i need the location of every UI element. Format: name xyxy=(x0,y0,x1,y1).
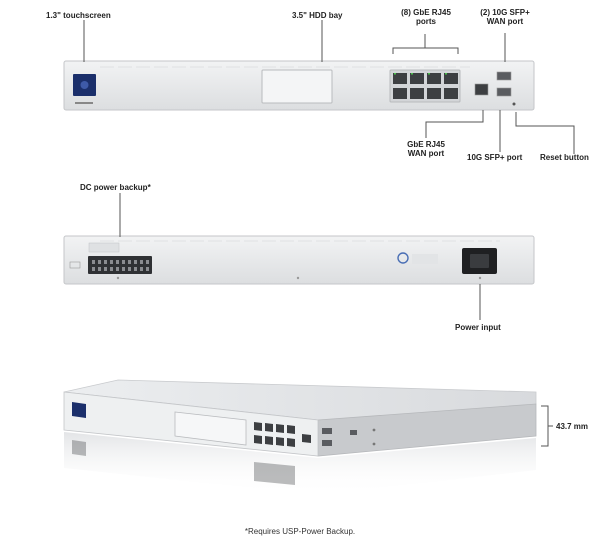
wan-rj45-label-line2: WAN port xyxy=(407,149,445,158)
reset-button-label: Reset button xyxy=(540,153,589,162)
sfp-plus-wan-label: (2) 10G SFP+ WAN port xyxy=(474,8,536,26)
sfp-plus-wan-label-line1: (2) 10G SFP+ xyxy=(480,8,530,17)
wan-rj45-port xyxy=(474,83,489,96)
sfp-lan-label: 10G SFP+ port xyxy=(467,153,523,162)
height-bracket xyxy=(541,405,553,447)
front-callout-lines xyxy=(83,20,575,154)
poe-ports-label-line1: (8) GbE RJ45 xyxy=(401,8,451,17)
poe-ports-label-line2: ports xyxy=(416,17,436,26)
poe-ports-label: (8) GbE RJ45 ports xyxy=(392,8,460,26)
ubiquiti-logo-icon xyxy=(397,252,409,264)
rear-view xyxy=(63,235,535,285)
power-input-label: Power input xyxy=(455,323,501,332)
rj45-port-group xyxy=(389,69,461,103)
sfp-plus-wan-label-line2: WAN port xyxy=(486,17,524,26)
touchscreen-label: 1.3" touchscreen xyxy=(46,11,111,20)
hdd-bay xyxy=(261,69,333,104)
perspective-view xyxy=(63,379,537,495)
sfp-plus-port-top xyxy=(496,71,512,81)
sfp-plus-port-bottom xyxy=(496,87,512,97)
rear-chassis xyxy=(63,235,535,285)
front-view xyxy=(63,60,535,111)
rear-callout-lines xyxy=(119,193,481,320)
perspective-hdd-bay xyxy=(174,411,247,446)
dc-backup-connector xyxy=(88,256,152,274)
dc-backup-label: DC power backup* xyxy=(80,183,151,192)
hdd-bay-label: 3.5" HDD bay xyxy=(292,11,343,20)
footnote: *Requires USP-Power Backup. xyxy=(244,527,356,536)
wan-rj45-label: GbE RJ45 WAN port xyxy=(398,140,454,158)
perspective-touchscreen-icon xyxy=(72,402,86,418)
height-label: 43.7 mm xyxy=(556,422,589,431)
chassis-reflection xyxy=(64,432,536,495)
wan-rj45-label-line1: GbE RJ45 xyxy=(407,140,445,149)
